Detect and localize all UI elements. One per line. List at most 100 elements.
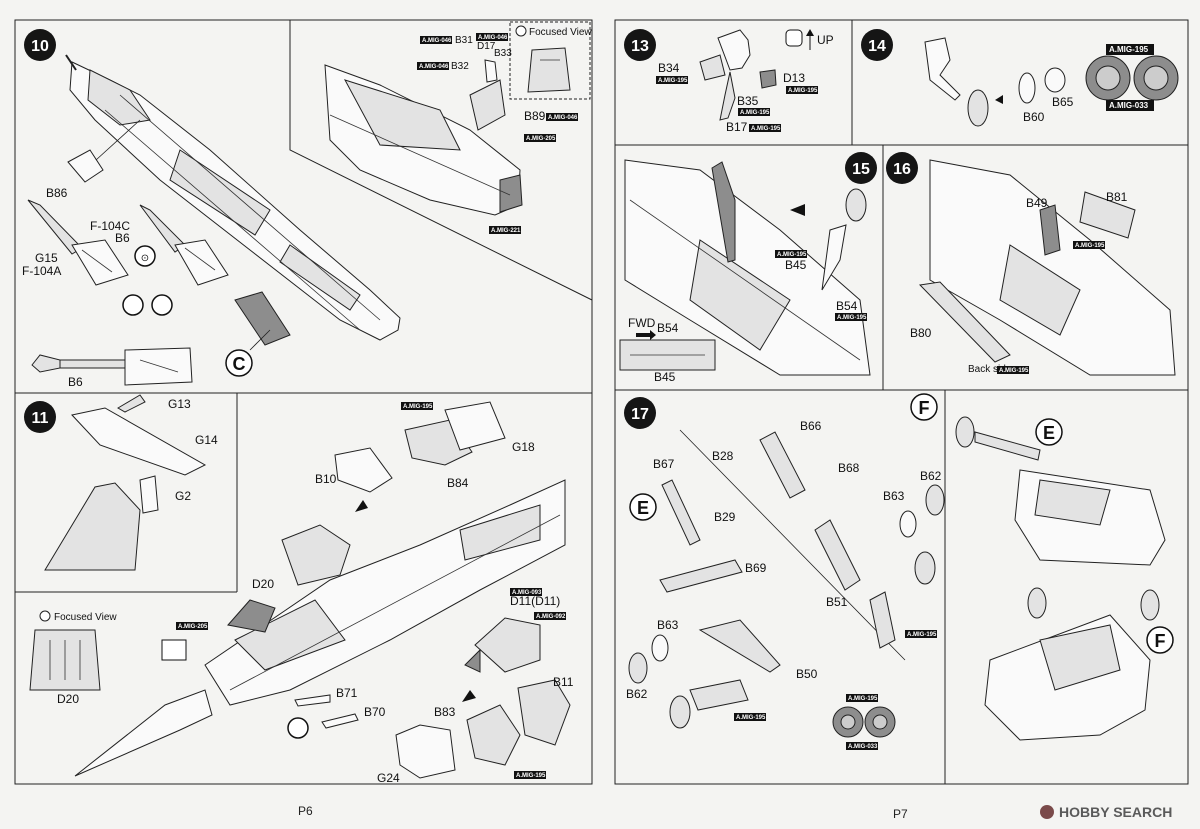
watermark: HOBBY SEARCH <box>1040 804 1172 820</box>
part-d20 <box>227 599 276 633</box>
part-b86 <box>67 149 104 183</box>
label-b31: B31 <box>455 35 473 46</box>
label-f104c: F-104C <box>90 219 130 233</box>
svg-text:B84: B84 <box>447 476 469 490</box>
label-b86: B86 <box>46 186 68 200</box>
page-number-left: P6 <box>298 804 313 818</box>
wheel-b62-e <box>628 652 648 684</box>
label-d20-a: D20 <box>252 577 274 591</box>
svg-text:G24: G24 <box>377 771 400 785</box>
svg-text:Back side: Back side <box>968 364 1012 375</box>
label-g15: G15 <box>35 251 58 265</box>
svg-text:B71: B71 <box>336 686 358 700</box>
part-b54 <box>821 224 847 291</box>
svg-text:B50: B50 <box>796 667 818 681</box>
intake-fairing <box>281 524 351 586</box>
diagonal-divider <box>679 429 906 661</box>
svg-text:A.MIG-195: A.MIG-195 <box>1075 243 1105 249</box>
svg-text:11: 11 <box>32 410 49 427</box>
step-13: 13 B34 B35 B17 D13 A.MIG-195 A.MIG-195 A… <box>624 29 834 134</box>
svg-text:B62: B62 <box>920 469 942 483</box>
svg-text:13: 13 <box>631 38 649 55</box>
svg-text:17: 17 <box>631 406 649 423</box>
wheel-e-installed <box>955 416 975 448</box>
svg-text:A.MIG-195: A.MIG-195 <box>516 773 546 779</box>
paint-icon <box>151 294 173 316</box>
part-g13 <box>117 394 146 413</box>
svg-text:A.MIG-195: A.MIG-195 <box>1109 45 1149 54</box>
svg-text:A.MIG-046: A.MIG-046 <box>422 38 452 44</box>
glue-icon <box>287 717 309 739</box>
glue-icon-2 <box>122 294 144 316</box>
svg-text:B29: B29 <box>714 510 736 524</box>
strut-b50 <box>689 619 781 711</box>
left-page-frame <box>14 19 593 785</box>
svg-text:B45: B45 <box>654 370 676 384</box>
tire-f <box>914 551 936 585</box>
nose-gear-strut <box>717 29 751 71</box>
part-g18 <box>444 401 506 451</box>
label-b89: B89 <box>524 109 546 123</box>
svg-text:B34: B34 <box>658 61 680 75</box>
svg-text:16: 16 <box>893 161 911 178</box>
mask-icon <box>161 639 187 661</box>
svg-text:B54: B54 <box>836 299 858 313</box>
wheel-half <box>1018 72 1036 104</box>
svg-text:B62: B62 <box>626 687 648 701</box>
label-b33: B33 <box>494 48 512 59</box>
part-b34 <box>699 54 726 81</box>
part-b83 <box>466 704 521 766</box>
fuselage-assembly <box>65 54 401 341</box>
label-b6-b: B6 <box>68 375 83 389</box>
svg-text:B70: B70 <box>364 705 386 719</box>
svg-text:B63: B63 <box>657 618 679 632</box>
svg-text:B45: B45 <box>785 258 807 272</box>
step-number: 10 <box>31 38 49 55</box>
svg-text:F: F <box>919 398 930 418</box>
svg-text:B28: B28 <box>712 449 734 463</box>
svg-text:G2: G2 <box>175 489 191 503</box>
nose-wheel <box>845 188 867 222</box>
wheel-f-installed-r <box>1140 589 1160 621</box>
svg-text:FWD: FWD <box>628 316 656 330</box>
svg-text:D13: D13 <box>783 71 805 85</box>
svg-text:A.MIG-092: A.MIG-092 <box>536 614 566 620</box>
svg-text:A.MIG-205: A.MIG-205 <box>178 624 208 630</box>
svg-text:A.MIG-033: A.MIG-033 <box>848 744 878 750</box>
cockpit-tub <box>234 291 291 346</box>
svg-text:A.MIG-195: A.MIG-195 <box>788 88 818 94</box>
callout-e-installed <box>1035 418 1063 446</box>
svg-text:G13: G13 <box>168 397 191 411</box>
strut-b66 <box>759 431 806 499</box>
svg-text:G18: G18 <box>512 440 535 454</box>
strut-b67 <box>661 479 701 546</box>
label-b6-a: B6 <box>115 231 130 245</box>
part-b11 <box>517 679 571 746</box>
label-d17: D17 <box>477 41 496 52</box>
svg-text:B66: B66 <box>800 419 822 433</box>
engine-cone <box>474 617 541 673</box>
tire-e <box>669 695 691 729</box>
svg-text:A.MIG-195: A.MIG-195 <box>907 632 937 638</box>
callout-c <box>225 349 253 377</box>
svg-text:⊙: ⊙ <box>141 253 149 264</box>
svg-text:Focused View: Focused View <box>54 612 117 623</box>
part-g15-insert-a <box>27 199 129 286</box>
part-b6-lower <box>31 347 193 386</box>
part-b81 <box>1079 191 1136 239</box>
part-b70 <box>321 713 359 729</box>
part-g14 <box>71 407 207 476</box>
svg-text:A.MIG-205: A.MIG-205 <box>526 136 556 142</box>
wheel-color-guide <box>1085 55 1179 101</box>
wheel-b62-f <box>925 484 945 516</box>
svg-text:A.MIG-046: A.MIG-046 <box>548 115 578 121</box>
label-d20-b: D20 <box>57 692 79 706</box>
page-number-right: P7 <box>893 807 908 821</box>
svg-text:C: C <box>233 354 246 374</box>
svg-text:B81: B81 <box>1106 190 1128 204</box>
svg-text:A.MIG-195: A.MIG-195 <box>403 404 433 410</box>
step-11: 11 G13 G14 G2 Focused View D20 B10 B84 <box>24 394 574 785</box>
nose-subview <box>324 64 523 216</box>
wheel-b63-e <box>651 634 669 662</box>
vertical-fin <box>44 482 141 571</box>
